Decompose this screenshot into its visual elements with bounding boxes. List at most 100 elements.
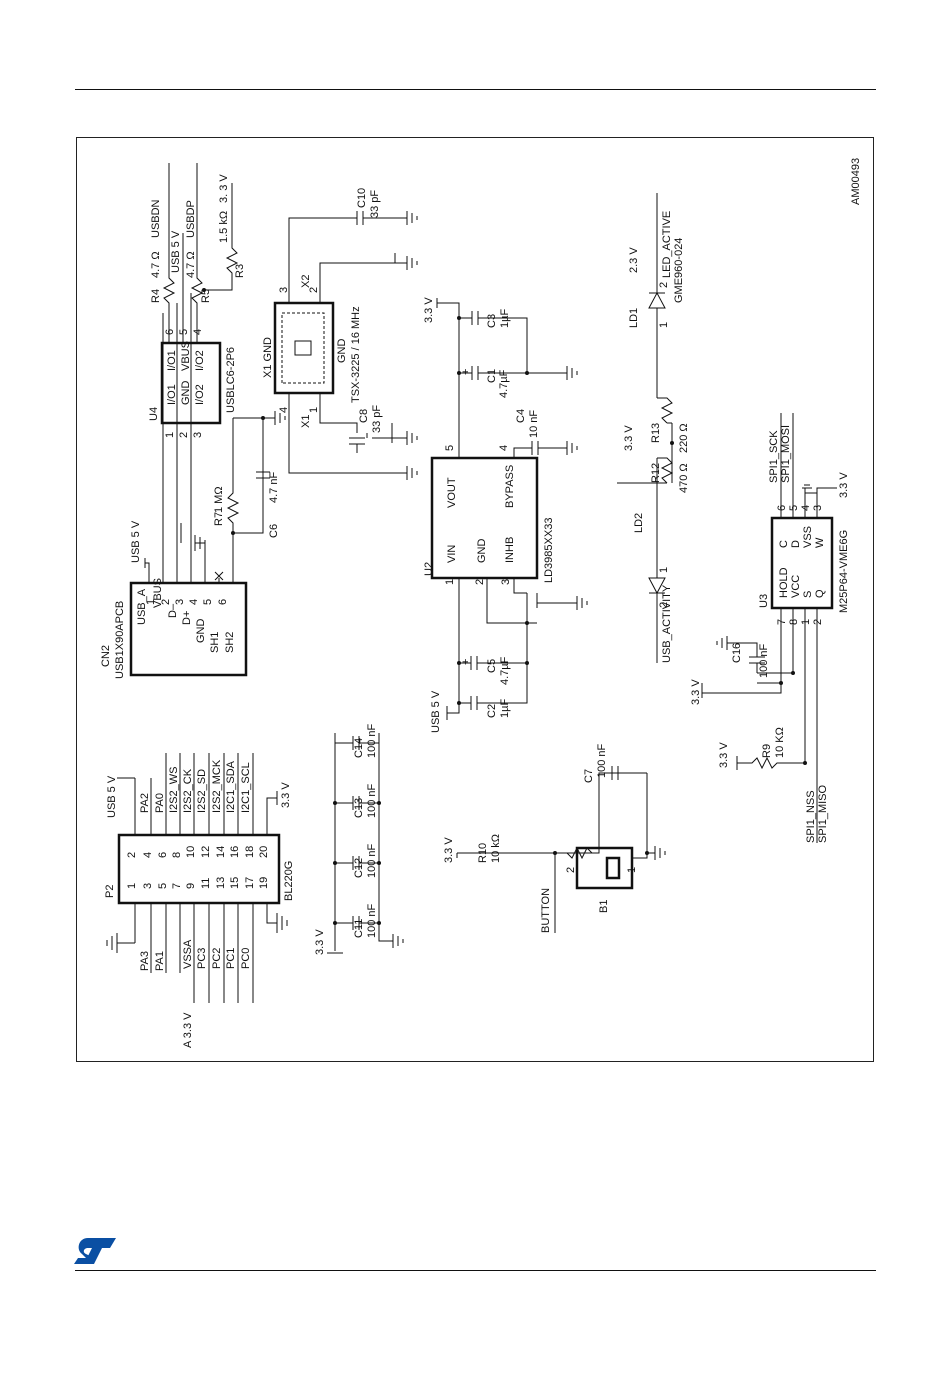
cn2-pin3-name: D+	[181, 611, 193, 625]
r5-ref: R5	[200, 289, 212, 303]
r9-ref: R9	[761, 744, 773, 758]
u2-body	[430, 456, 539, 580]
c1-ref: C1	[486, 369, 498, 383]
cn2-pin-4: 4	[188, 599, 200, 605]
p2-33v: 3.3 V	[280, 782, 292, 808]
c3-value: 1µF	[499, 309, 511, 328]
u2-pin2-name: GND	[476, 539, 488, 564]
p2-pin-19: 19	[258, 877, 270, 889]
c16-ref: C16	[731, 643, 743, 663]
p2-pin-16: 16	[229, 846, 241, 858]
r13-ref: R13	[650, 423, 662, 443]
c6-value: 4.7 nF	[268, 472, 280, 503]
u2-pin3-name: INHB	[504, 537, 516, 563]
cn2-part: USB1X90APCB	[114, 601, 126, 679]
r9-33v: 3.3 V	[718, 742, 730, 768]
cn2-pin-2: 2	[160, 599, 172, 605]
u2-output-caps: 3.3 V + C1 4.7µF C3 1µF C4 10 nF	[423, 297, 578, 458]
p2-pin-10: 10	[185, 846, 197, 858]
c14-ref: C14	[353, 738, 365, 758]
cn2-pin5-name: SH1	[209, 632, 221, 653]
u3-pin1-name: S	[802, 591, 814, 598]
c13-ref: C13	[353, 798, 365, 818]
u3-pin2-name: Q	[814, 589, 826, 598]
st-logo-icon	[74, 1238, 116, 1264]
u2-pin-2: 2	[474, 579, 486, 585]
u4-pin6-name: I/O1	[166, 350, 178, 371]
u2-pin4-name: BYPASS	[504, 465, 516, 508]
u4-part: USBLC6-2P6	[225, 347, 237, 413]
r12-value: 470 Ω	[678, 463, 690, 493]
r9-value: 10 KΩ	[774, 727, 786, 758]
u4-body	[160, 341, 222, 425]
c2-ref: C2	[486, 704, 498, 718]
p2-pin-1: 1	[126, 883, 138, 889]
x1-pin-3: 3	[278, 287, 290, 293]
r10-value: 10 kΩ	[490, 834, 502, 863]
u2-out-33v: 3.3 V	[423, 297, 435, 323]
ld1-net: LED_ACTIVE	[661, 211, 673, 278]
r7-c6: R7 1 MΩ C6 4.7 nF	[213, 411, 286, 538]
c1-value: 4.7µF	[498, 369, 510, 398]
x1-gnd: GND	[336, 339, 348, 364]
b1-pin-2: 2	[565, 867, 577, 873]
x1-inner	[281, 312, 325, 384]
ld1-part: GME960-024	[673, 238, 685, 303]
schematic-diagram: AM00493 P2 BL220G 1 3 5 7 9 11 13 15 17 …	[100, 158, 862, 1048]
c5-ref: C5	[486, 659, 498, 673]
c12-ref: C12	[353, 858, 365, 878]
c8-c10: C8 33 pF C10 33 pF	[356, 188, 418, 480]
p2-pin-6: 6	[157, 852, 169, 858]
c2-value: 1µF	[499, 699, 511, 718]
r7-value: 1 MΩ	[213, 486, 225, 513]
u3-pin-5: 5	[788, 505, 800, 511]
u3-net-mosi: SPI1_MOSI	[780, 425, 792, 483]
u2-pin-1: 1	[444, 579, 456, 585]
cn2-pin-3: 3	[174, 599, 186, 605]
net-pa2: PA2	[139, 793, 151, 813]
cn2-pin-1: 1	[145, 599, 157, 605]
decoupling-caps: C11 100 nF C12 100 nF C13 100 nF C14 100…	[314, 723, 404, 955]
net-pc3: PC3	[196, 948, 208, 969]
r3-value: 1.5 kΩ	[218, 211, 230, 243]
c11-value: 100 nF	[366, 903, 378, 938]
ld1-pin-2: 2	[658, 282, 670, 288]
r5-net: USBDP	[185, 200, 197, 238]
decoupling-33v: 3.3 V	[314, 929, 326, 955]
u4-usb5v: USB 5 V	[170, 230, 182, 273]
p2-pin-8: 8	[171, 852, 183, 858]
ld1-ref: LD1	[628, 308, 640, 328]
u3-pin7-name: HOLD	[778, 567, 790, 598]
net-i2c1-scl: I2C1_SCL	[240, 762, 252, 813]
b1-body	[575, 846, 634, 890]
c8-ref: C8	[358, 409, 370, 423]
x2-label: X2	[300, 275, 312, 288]
u2-pin-5: 5	[444, 445, 456, 451]
u3-pin6-name: C	[778, 540, 790, 548]
u4-pin-5: 5	[178, 329, 190, 335]
leds-33v: 3.3 V	[623, 425, 635, 451]
x1-pin-1: 1	[308, 407, 320, 413]
u3-pin8-name: VCC	[790, 575, 802, 598]
c16-33v: 3.3 V	[690, 679, 702, 705]
cn2-body	[129, 581, 248, 677]
x1-gnd-label: X1 GND	[262, 337, 274, 378]
p2-pin-15: 15	[229, 877, 241, 889]
c12-value: 100 nF	[366, 843, 378, 878]
cn2-pin1-name: VBUS	[152, 578, 164, 608]
b1-ref: B1	[598, 900, 610, 913]
p2-pin-9: 9	[185, 883, 197, 889]
r3-ref: R3	[234, 264, 246, 278]
u3-33v: 3.3 V	[838, 472, 850, 498]
u4-pin-6: 6	[164, 329, 176, 335]
net-pc2: PC2	[211, 948, 223, 969]
c3-ref: C3	[486, 314, 498, 328]
u4-pin-3: 3	[192, 432, 204, 438]
u2-ref: U2	[423, 562, 435, 576]
r5-value: 4.7 Ω	[185, 251, 197, 278]
u3-net-miso: SPI1_MISO	[817, 784, 829, 843]
u4-pin-2: 2	[178, 432, 190, 438]
c10-ref: C10	[356, 188, 368, 208]
u3-pin3-name: W	[814, 537, 826, 548]
u3-pin-3: 3	[812, 505, 824, 511]
